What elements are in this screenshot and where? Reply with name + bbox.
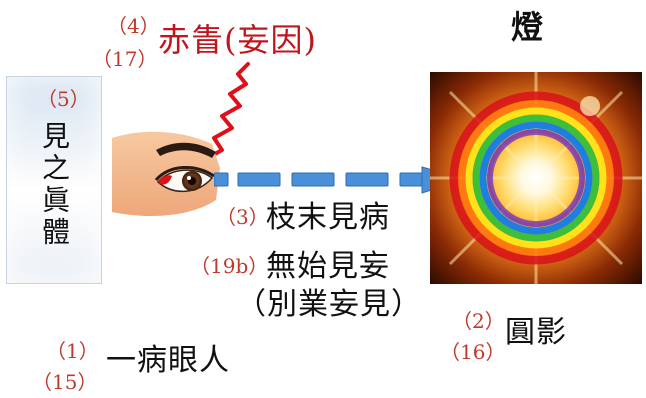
lamp-halo-image [430,72,642,284]
eye-label-2-text: 無始見妄 [266,249,390,284]
eye-label-1-text: 枝末見病 [266,200,390,235]
eye-label-2-number: （19b） [190,254,269,278]
eye-label-1-number: （3） [216,205,269,229]
dashed-arrow-icon [214,166,468,194]
lamp-label: 燈 [511,8,545,46]
person-label-text: 一病眼人 [106,343,230,378]
lamp-glow-icon [430,72,642,284]
circle-number-bottom: （16） [440,340,506,364]
title-number-top: （4） [107,14,160,38]
person-number-bottom: （15） [32,370,98,394]
circle-label-text: 圓影 [505,315,567,350]
panel-number: （5） [37,87,90,111]
title-text: 赤眚(妄因) [158,21,317,59]
title-number-bottom: （17） [92,47,158,71]
panel-vertical-text: 見之眞體 [38,121,71,249]
true-seeing-panel: （5） 見之眞體 [6,76,102,284]
person-number-top: （1） [46,339,99,363]
eye-label-3-text: （別業妄見） [236,287,422,322]
eye-icon [112,120,224,230]
circle-number-top: （2） [452,309,505,333]
